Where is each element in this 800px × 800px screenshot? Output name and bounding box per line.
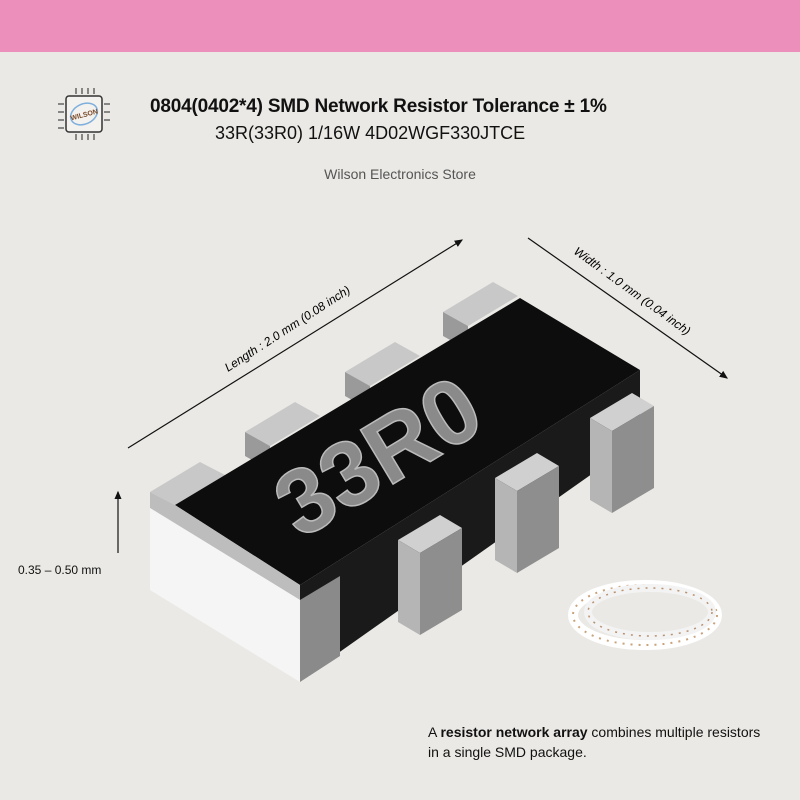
width-label: Width : 1.0 mm (0.04 inch) <box>571 244 693 338</box>
chip-front-face <box>300 370 640 680</box>
length-arrow <box>127 239 464 449</box>
front-terminals <box>398 393 654 635</box>
tape-reel-image <box>568 580 722 650</box>
caption-suffix: combines multiple resistors in a single … <box>428 724 761 760</box>
product-subtitle: 33R(33R0) 1/16W 4D02WGF330JTCE <box>215 123 526 143</box>
product-title: 0804(0402*4) SMD Network Resistor Tolera… <box>150 96 607 117</box>
chip-top-face <box>175 298 640 585</box>
width-arrow <box>527 237 728 379</box>
top-banner <box>0 0 800 52</box>
height-label: 0.35 – 0.50 mm <box>18 563 102 577</box>
chip-end-face <box>150 508 300 682</box>
store-name: Wilson Electronics Store <box>324 166 476 182</box>
caption: A resistor network array combines multip… <box>428 722 768 762</box>
length-label: Length : 2.0 mm (0.08 inch) <box>222 283 353 375</box>
caption-emphasis: resistor network array <box>440 724 588 740</box>
caption-prefix: A <box>428 724 441 740</box>
store-logo: WILSON <box>58 88 110 140</box>
